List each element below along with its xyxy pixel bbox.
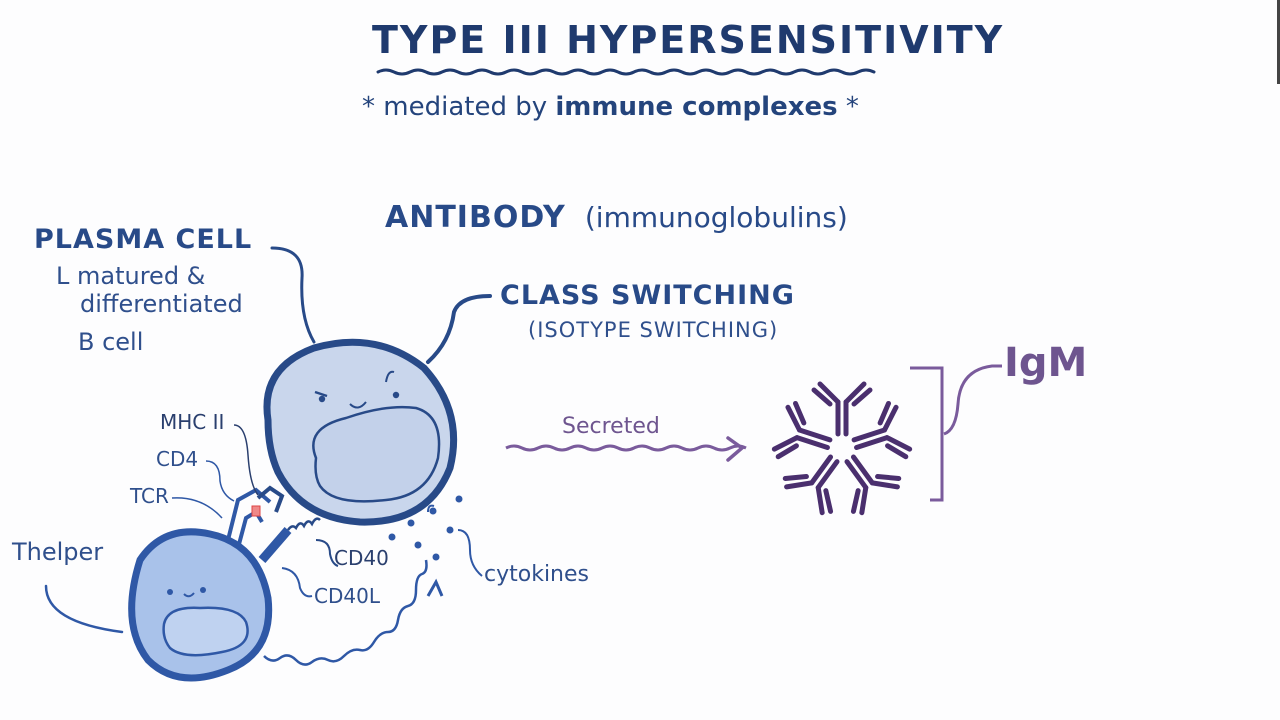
subtitle-emphasis: immune complexes — [555, 92, 838, 122]
secreted-arrow — [505, 444, 747, 452]
thelper-label: Thelper — [12, 538, 104, 566]
cd4-connector — [205, 460, 235, 502]
plasma-cell-connector — [270, 246, 316, 344]
igm-pentamer-icon — [772, 381, 911, 516]
subtitle-suffix: * — [845, 92, 859, 122]
isotype-switching-label: (ISOTYPE SWITCHING) — [528, 318, 779, 342]
antibody-heading: ANTIBODY — [385, 200, 566, 235]
cytokine-dots-icon — [388, 495, 463, 561]
igm-bracket — [910, 366, 944, 502]
igm-connector — [943, 364, 1002, 436]
antibody-heading-group: ANTIBODY (immunoglobulins) — [385, 200, 848, 235]
cd40-label: CD40 — [334, 546, 389, 570]
cd4-label: CD4 — [156, 447, 199, 471]
cytokine-release — [427, 504, 435, 513]
subtitle-prefix: * mediated by — [362, 92, 548, 122]
mhc2-connector — [233, 424, 259, 496]
page-title: TYPE III HYPERSENSITIVITY — [372, 18, 1005, 62]
igm-label: IgM — [1004, 340, 1088, 386]
tcr-label: TCR — [130, 484, 169, 508]
tcr-connector — [171, 497, 223, 519]
tcr-mhc-complex-icon — [226, 485, 321, 563]
feedback-wavy-arrow — [263, 559, 428, 666]
class-switching-connector — [426, 294, 492, 364]
thelper-cell-icon — [128, 528, 273, 682]
mhc2-label: MHC II — [160, 410, 225, 434]
plasma-cell-desc-2: differentiated — [80, 290, 243, 318]
thelper-connector — [44, 584, 124, 634]
cd40l-label: CD40L — [314, 584, 380, 608]
cytokines-label: cytokines — [484, 562, 589, 587]
cd40-connector — [315, 539, 339, 567]
window-edge — [1277, 0, 1280, 84]
class-switching-heading: CLASS SWITCHING — [500, 280, 795, 311]
cytokines-connector — [457, 529, 483, 577]
plasma-cell-desc-3: B cell — [78, 328, 144, 356]
antibody-aside: (immunoglobulins) — [584, 201, 848, 234]
plasma-cell-icon — [263, 338, 458, 526]
cd40l-connector — [281, 567, 313, 598]
secreted-label: Secreted — [562, 414, 660, 439]
plasma-cell-heading: PLASMA CELL — [34, 224, 253, 255]
title-underline — [376, 68, 876, 76]
feedback-arrowhead-icon — [426, 578, 444, 597]
plasma-cell-desc-1: L matured & — [56, 262, 206, 290]
subtitle: * mediated by immune complexes * — [362, 92, 859, 122]
secreted-arrowhead-icon — [726, 436, 745, 462]
